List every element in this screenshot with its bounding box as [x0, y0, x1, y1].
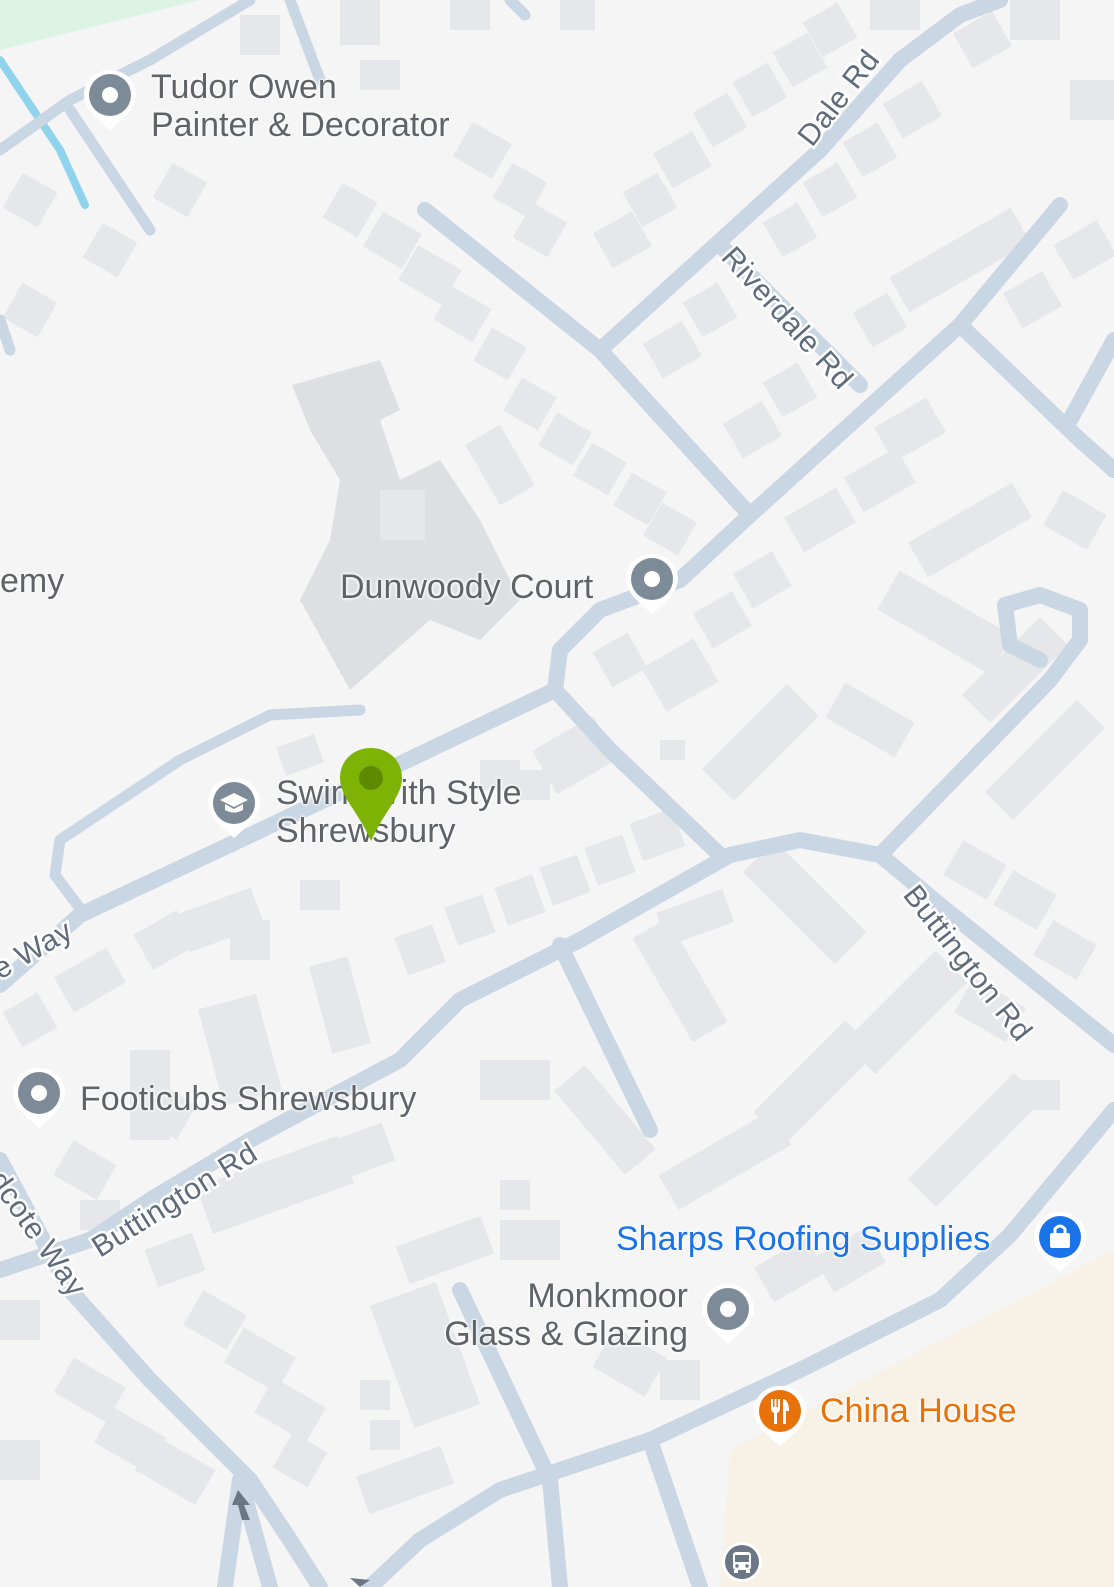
generic-pin-icon[interactable]	[11, 1066, 67, 1130]
place-label-china-house[interactable]: China House	[820, 1392, 1017, 1430]
place-name: Footicubs Shrewsbury	[80, 1080, 417, 1118]
location-marker-icon[interactable]	[336, 745, 406, 845]
place-label-dunwoody-court[interactable]: Dunwoody Court	[340, 568, 593, 606]
arrow-icon	[350, 1578, 370, 1587]
place-name: China House	[820, 1392, 1017, 1430]
place-label-sharps-roofing[interactable]: Sharps Roofing Supplies	[616, 1220, 990, 1258]
commercial-area	[720, 1250, 1114, 1587]
education-icon[interactable]	[206, 776, 262, 840]
place-label-monkmoor-glass[interactable]: Monkmoor Glass & Glazing	[430, 1277, 688, 1353]
place-name: Tudor Owen	[151, 68, 337, 106]
place-name: Dunwoody Court	[340, 568, 594, 606]
arrow-icon	[232, 1490, 250, 1520]
place-label-footicubs[interactable]: Footicubs Shrewsbury	[80, 1080, 416, 1118]
generic-pin-icon[interactable]	[624, 552, 680, 616]
place-label-academy-partial[interactable]: emy	[0, 562, 64, 600]
restaurant-icon[interactable]	[752, 1384, 808, 1448]
generic-pin-icon[interactable]	[700, 1282, 756, 1346]
place-category: Glass & Glazing	[444, 1315, 688, 1353]
generic-pin-icon[interactable]	[82, 68, 138, 132]
place-label-tudor-owen[interactable]: Tudor Owen Painter & Decorator	[151, 68, 450, 144]
place-name: Sharps Roofing Supplies	[616, 1220, 991, 1258]
buildings	[0, 0, 1114, 1515]
place-name: Monkmoor	[527, 1277, 688, 1315]
park-area	[0, 0, 200, 50]
bus-stop-icon[interactable]	[720, 1540, 764, 1584]
place-category: Painter & Decorator	[151, 106, 450, 144]
one-way-arrows	[232, 1490, 370, 1587]
place-name: emy	[0, 562, 65, 600]
stream	[0, 56, 89, 209]
shopping-bag-icon[interactable]	[1032, 1210, 1088, 1274]
